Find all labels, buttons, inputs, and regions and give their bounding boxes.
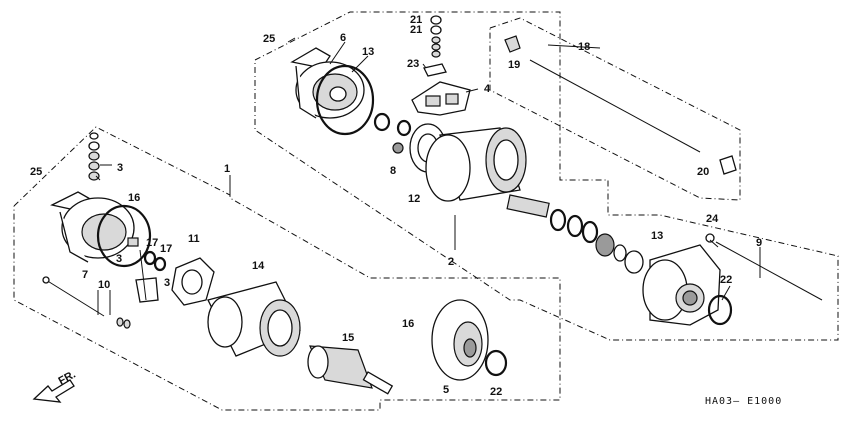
group-outline-starter-left [13, 126, 561, 411]
leader-lines [95, 37, 761, 315]
part-number-labels: 25 6 13 21 21 23 4 18 19 20 8 12 2 13 24… [30, 14, 762, 398]
label-2: 2 [448, 256, 454, 268]
label-12: 12 [408, 193, 420, 205]
label-14: 14 [252, 260, 265, 272]
armature-15 [307, 345, 394, 395]
label-1: 1 [224, 163, 230, 175]
label-19: 19 [508, 59, 520, 71]
terminal-bracket-3 [127, 237, 159, 303]
label-13-top: 13 [362, 46, 374, 58]
brush-holder-11 [171, 257, 215, 306]
long-bolt-9 [705, 233, 823, 301]
label-9: 9 [756, 237, 762, 249]
o-ring-22-right [707, 294, 733, 326]
label-23: 23 [407, 58, 419, 70]
label-7: 7 [82, 269, 88, 281]
label-6: 6 [340, 32, 346, 44]
label-5: 5 [443, 384, 449, 396]
washers-17 [143, 250, 167, 272]
drawing-code: HA03– E1000 [705, 396, 782, 407]
group-outline-cable [489, 17, 741, 201]
washer-row-right [549, 208, 644, 274]
label-24: 24 [706, 213, 719, 225]
o-ring-22-left [484, 349, 508, 377]
label-22-right: 22 [720, 274, 732, 286]
label-18: 18 [578, 41, 590, 53]
label-16-left: 16 [128, 192, 140, 204]
yoke-12 [425, 127, 527, 202]
label-3-mid-left: 3 [116, 253, 122, 265]
brush-holder-4 [411, 81, 471, 116]
washer-stack-3-left [88, 132, 100, 181]
label-3-top-left: 3 [117, 162, 123, 174]
rear-housing-right [290, 47, 365, 119]
group-outline-starter-right [254, 11, 839, 341]
label-10: 10 [98, 279, 110, 291]
direction-label: FR. [56, 369, 77, 388]
label-21-b: 21 [410, 24, 422, 36]
cable-18 [504, 35, 737, 175]
armature-shaft-right [506, 194, 550, 218]
front-cover-5 [431, 299, 489, 381]
washer-stack-21-23 [423, 15, 447, 77]
label-20: 20 [697, 166, 709, 178]
label-25-top: 25 [263, 33, 275, 45]
label-11: 11 [188, 233, 200, 245]
label-4: 4 [484, 83, 491, 95]
o-ring-16-left [96, 204, 152, 268]
label-17-b: 17 [160, 243, 172, 255]
label-3-bottom-left: 3 [164, 277, 170, 289]
label-17-a: 17 [146, 237, 158, 249]
yoke-14 [207, 281, 301, 357]
bolt-10-left [42, 276, 131, 329]
fr-direction-arrow: FR. [32, 369, 78, 403]
label-25-left: 25 [30, 166, 42, 178]
bolt-8 [392, 142, 404, 154]
front-cover-13-right [642, 244, 721, 326]
label-16-bottom: 16 [402, 318, 414, 330]
label-8: 8 [390, 165, 396, 177]
small-rings-top [373, 112, 412, 137]
label-13-right: 13 [651, 230, 663, 242]
rear-housing-left [50, 191, 135, 263]
o-ring-13-top [315, 64, 375, 136]
label-21-a: 21 [410, 14, 422, 26]
label-15: 15 [342, 332, 354, 344]
label-22-bottom: 22 [490, 386, 502, 398]
